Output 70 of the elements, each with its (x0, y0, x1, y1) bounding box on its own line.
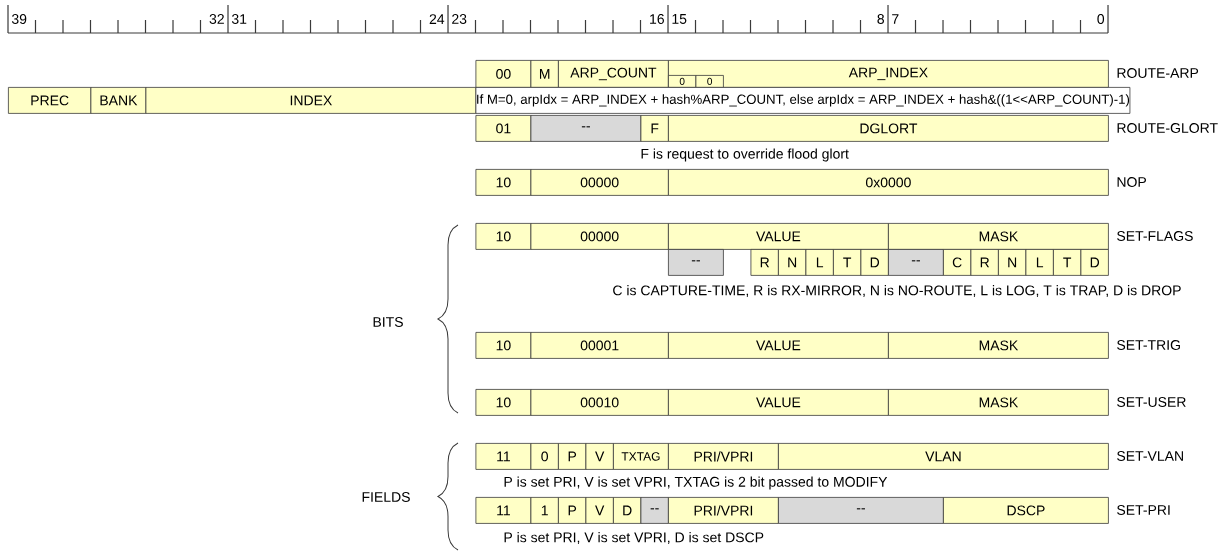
bit-number: 32 (209, 14, 224, 24)
field-cell: V (585, 443, 614, 470)
instruction-name: SET-USER (1117, 397, 1186, 407)
group-label: BITS (373, 317, 403, 327)
field-cell: TXTAG (613, 443, 669, 470)
field-cell: VALUE (668, 389, 889, 416)
field-cell: D (1080, 249, 1109, 276)
note-text: P is set PRI, V is set VPRI, TXTAG is 2 bit passed to MODIFY (504, 476, 888, 490)
field-cell: BANK (90, 87, 147, 114)
field-cell: T (1053, 249, 1082, 276)
field-cell: R (970, 249, 999, 276)
field-cell: PREC (8, 87, 92, 114)
field-cell: R (750, 249, 779, 276)
field-cell: F (640, 115, 669, 142)
field-cell: L (805, 249, 834, 276)
field-cell: 0 (668, 75, 697, 88)
field-cell: MASK (888, 332, 1109, 359)
bit-number: 8 (877, 14, 884, 24)
field-cell: -- (888, 249, 944, 276)
bit-number: 24 (429, 14, 445, 24)
field-cell: N (998, 249, 1027, 276)
field-cell: 01 (475, 115, 532, 142)
field-cell: P (558, 497, 587, 524)
field-cell: T (833, 249, 862, 276)
field-cell: 11 (475, 443, 532, 470)
field-cell: -- (530, 115, 642, 142)
bit-number: 31 (231, 14, 247, 24)
field-cell: VALUE (668, 332, 889, 359)
field-cell: 1 (530, 497, 559, 524)
instruction-name: SET-FLAGS (1117, 231, 1193, 241)
instruction-name: SET-TRIG (1117, 340, 1180, 350)
field-cell: -- (668, 249, 724, 276)
field-cell: If M=0, arpIdx = ARP_INDEX + hash%ARP_COUNT, else arpIdx = ARP_INDEX + hash&((1<<ARP_COUNT)-1) (475, 87, 1131, 114)
field-cell: -- (640, 497, 669, 524)
bit-number: 7 (892, 14, 899, 24)
field-cell: D (613, 497, 642, 524)
note-text: P is set PRI, V is set VPRI, D is set DSCP (504, 532, 764, 544)
field-cell: 10 (475, 169, 532, 196)
note-text: F is request to override flood glort (641, 148, 849, 162)
field-cell: C (943, 249, 972, 276)
field-cell: V (585, 497, 614, 524)
note-text: C is CAPTURE-TIME, R is RX-MIRROR, N is NO-ROUTE, L is LOG, T is TRAP, D is DROP (613, 285, 1181, 297)
bit-number: 16 (650, 14, 664, 24)
group-label: FIELDS (362, 492, 410, 502)
instruction-name: ROUTE-ARP (1117, 68, 1199, 78)
instruction-name: ROUTE-GLORT (1117, 123, 1218, 133)
field-cell: MASK (888, 389, 1109, 416)
field-cell: 0 (530, 443, 559, 470)
field-cell: 10 (475, 223, 532, 250)
field-cell: -- (778, 497, 944, 524)
field-cell: 00 (475, 60, 532, 88)
instruction-name: SET-PRI (1117, 505, 1170, 515)
field-cell: 11 (475, 497, 532, 524)
field-cell: 10 (475, 332, 532, 359)
field-cell: D (860, 249, 889, 276)
bit-number: 0 (1097, 14, 1105, 24)
field-cell: N (778, 249, 807, 276)
instruction-name: NOP (1117, 177, 1146, 187)
instruction-name: SET-VLAN (1117, 451, 1183, 461)
bit-number: 39 (11, 14, 27, 24)
field-cell: 10 (475, 389, 532, 416)
field-cell: 0 (695, 75, 724, 88)
field-cell: PRI/VPRI (668, 497, 779, 524)
field-cell: L (1025, 249, 1054, 276)
field-cell: DSCP (943, 497, 1109, 524)
field-cell: M (530, 60, 559, 88)
field-cell: PRI/VPRI (668, 443, 779, 470)
bit-number: 23 (452, 14, 467, 24)
field-cell: P (558, 443, 587, 470)
bit-number: 15 (672, 14, 687, 24)
